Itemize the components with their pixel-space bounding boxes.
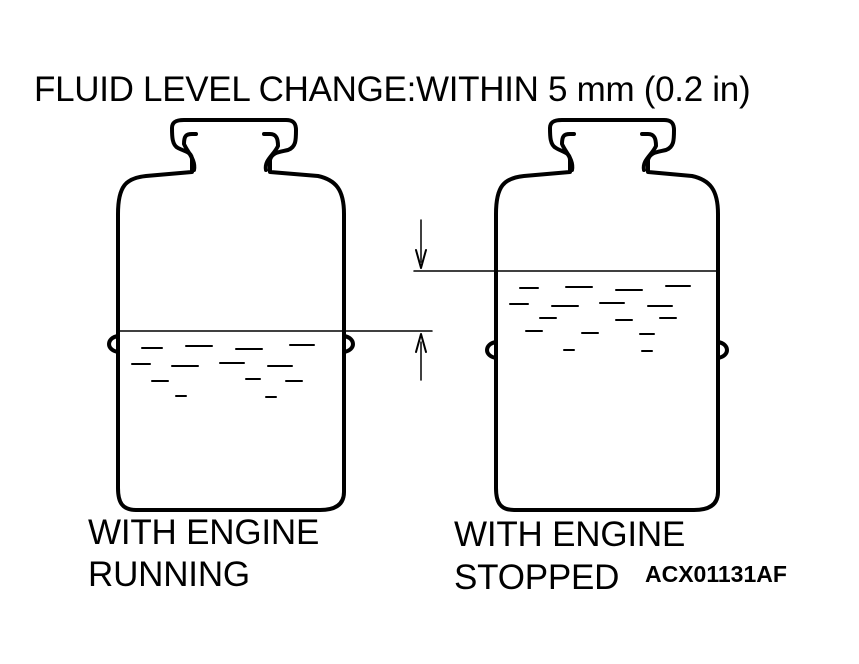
arrow-up-head (415, 333, 427, 353)
fluid-ripples-stopped (509, 285, 691, 352)
level-mark-right (342, 334, 355, 354)
arrow-down-head (415, 249, 427, 269)
diagram-title: FLUID LEVEL CHANGE:WITHIN 5 mm (0.2 in) (34, 70, 751, 109)
cap-inner-right (262, 132, 280, 172)
reservoir-stopped (413, 118, 729, 512)
caption-stopped-line-1: WITH ENGINE (454, 515, 686, 554)
reservoir-stopped-outline (494, 118, 720, 512)
reservoir-running-outline (116, 118, 346, 512)
cap-inner-right (640, 132, 658, 172)
reservoir-running (107, 118, 433, 512)
caption-running-line-2: RUNNING (88, 555, 250, 594)
cap-inner-left (182, 132, 198, 172)
level-mark-left (485, 340, 498, 360)
caption-running-line-1: WITH ENGINE (88, 513, 320, 552)
level-change-dimension (415, 219, 427, 381)
figure-code: ACX01131AF (645, 561, 787, 587)
level-mark-right (716, 340, 729, 360)
caption-stopped-line-2: STOPPED (454, 558, 620, 597)
level-mark-left (107, 334, 120, 354)
fluid-ripples-running (131, 344, 315, 398)
cap-inner-left (560, 132, 576, 172)
